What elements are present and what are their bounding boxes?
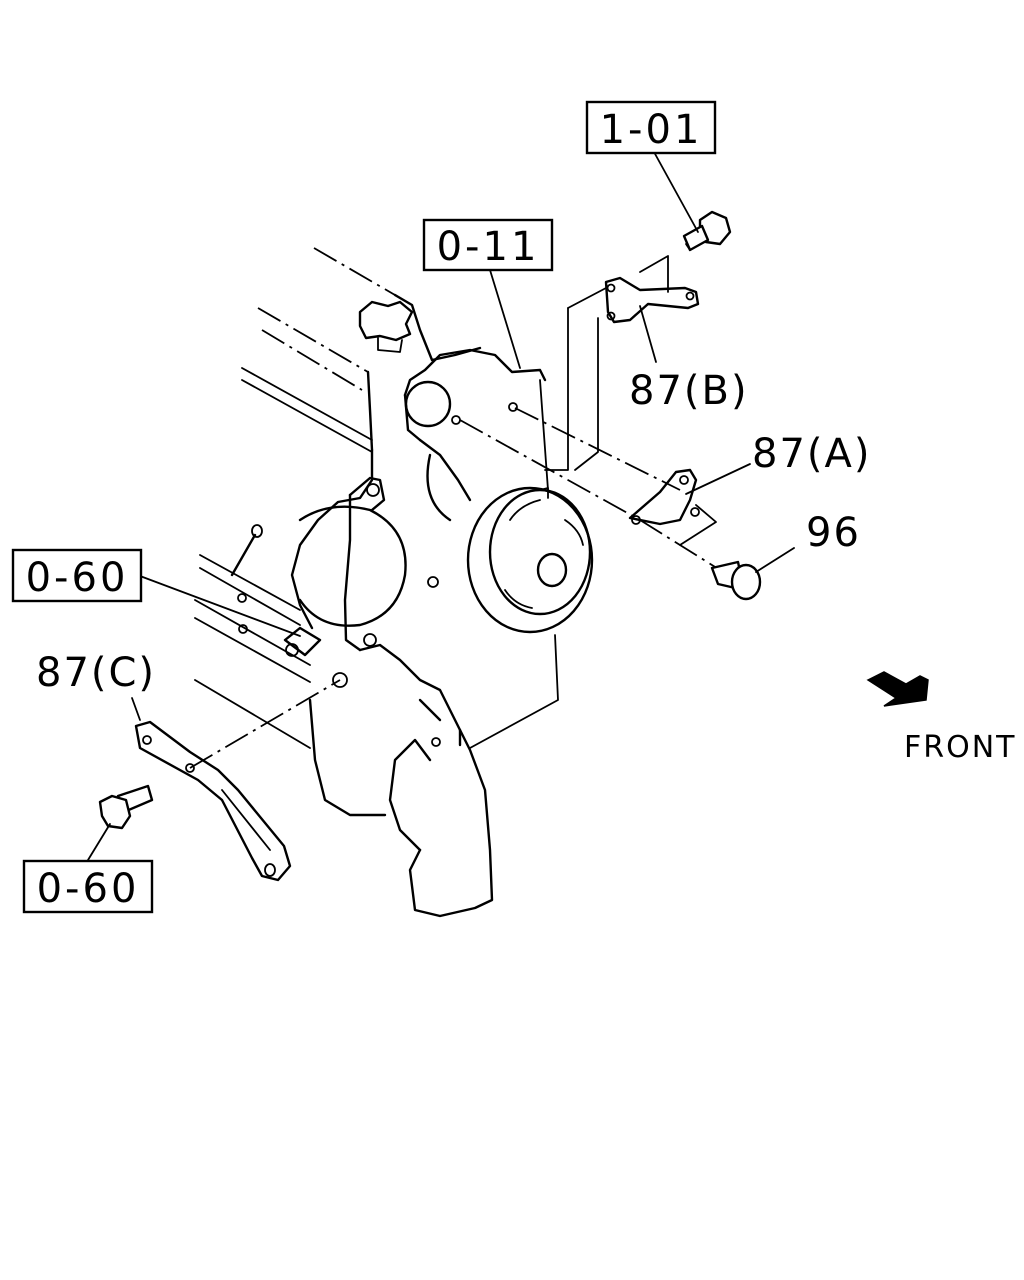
- svg-text:1-01: 1-01: [600, 107, 703, 153]
- bolt-0-60-drawing: [98, 784, 154, 830]
- ref-box-1-01[interactable]: 1-01: [585, 100, 717, 155]
- part-label-87b[interactable]: 87(B): [629, 368, 749, 414]
- engine-block-drawing: [194, 247, 594, 918]
- bracket-87a-drawing: [459, 407, 721, 571]
- svg-text:0-60: 0-60: [26, 555, 129, 601]
- part-label-96[interactable]: 96: [806, 510, 861, 556]
- bolt-96-drawing: [710, 560, 762, 601]
- bolt-1-01-drawing: [682, 210, 732, 252]
- leader-lines: [87, 151, 795, 861]
- ref-box-0-11[interactable]: 0-11: [422, 218, 554, 272]
- svg-text:0-11: 0-11: [437, 224, 540, 270]
- ref-box-0-60-upper[interactable]: 0-60: [11, 548, 143, 603]
- bracket-87b-drawing: [544, 255, 700, 471]
- front-direction-label: FRONT: [904, 730, 1016, 765]
- svg-text:0-60: 0-60: [37, 866, 140, 912]
- ref-box-0-60-lower[interactable]: 0-60: [22, 859, 154, 914]
- bracket-87c-drawing: [134, 679, 341, 882]
- front-arrow-icon: [866, 671, 929, 707]
- part-label-87a[interactable]: 87(A): [752, 431, 871, 477]
- part-label-87c[interactable]: 87(C): [36, 650, 156, 696]
